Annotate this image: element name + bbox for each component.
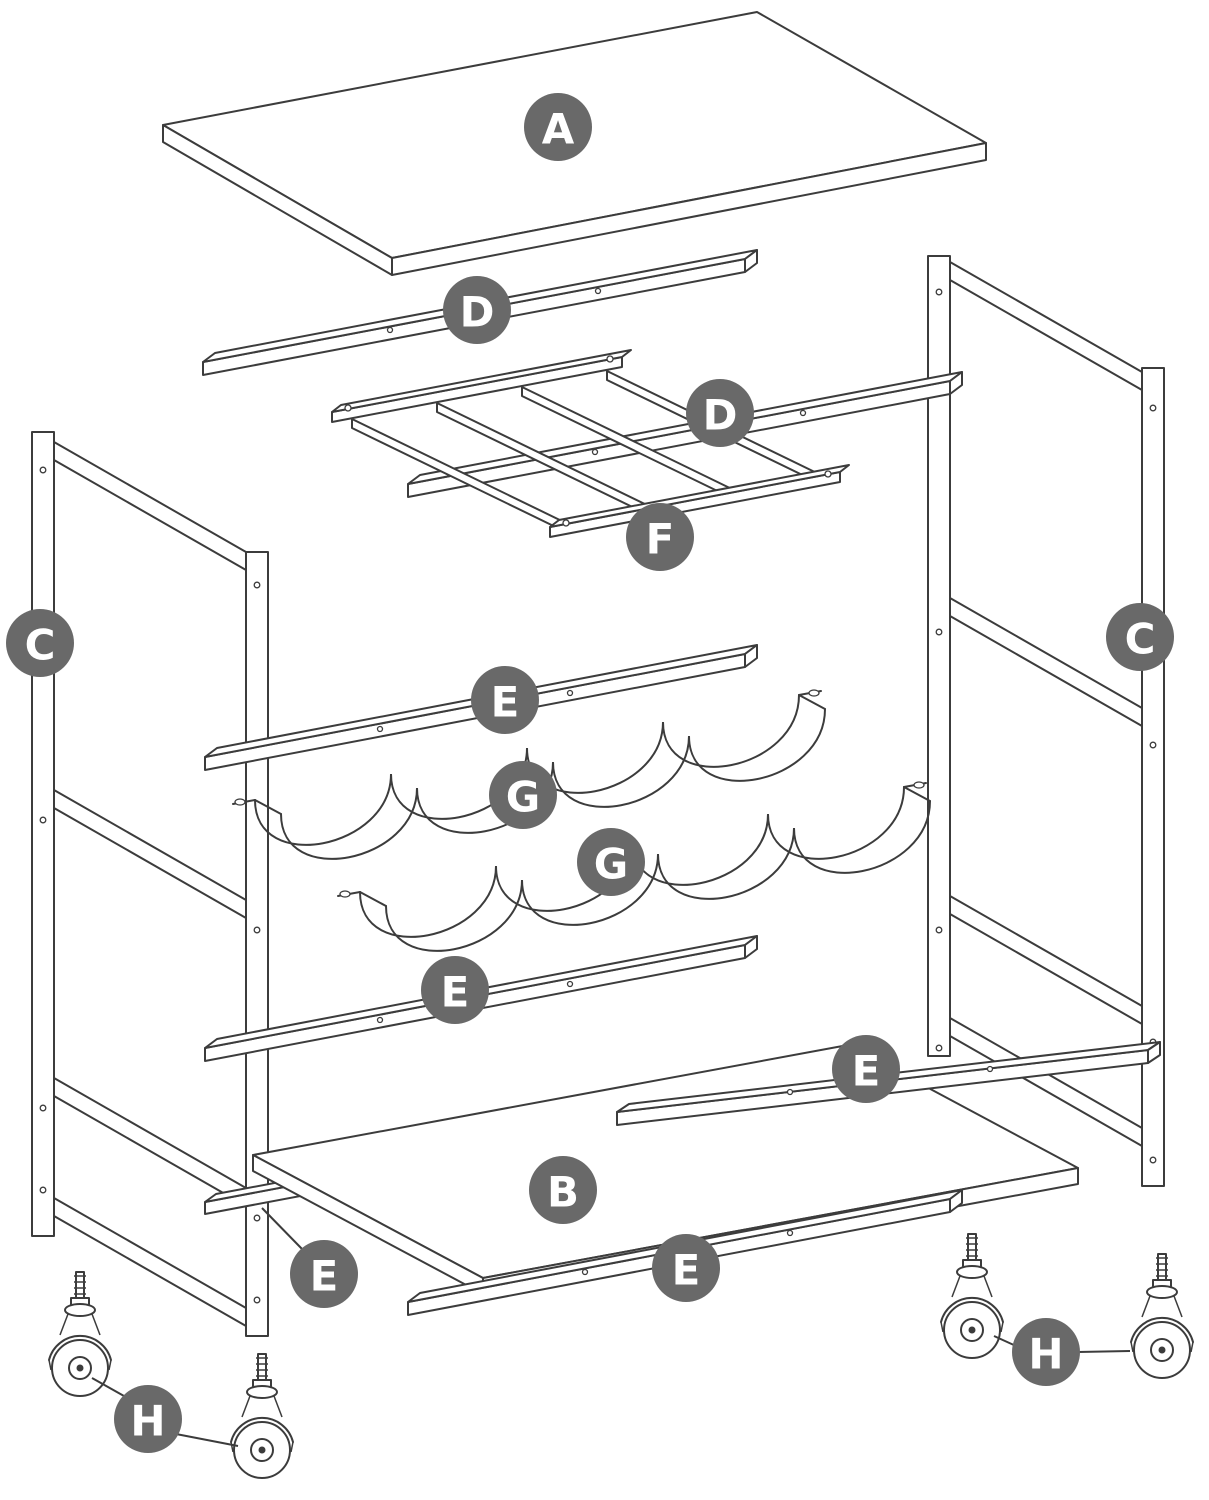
svg-text:E: E [672,1246,701,1295]
svg-text:C: C [1125,615,1156,664]
svg-text:D: D [703,391,738,440]
part-label-e2: E [421,956,489,1024]
svg-text:A: A [542,105,575,154]
svg-text:E: E [441,968,470,1017]
svg-text:H: H [1028,1330,1063,1379]
part-label-e3: E [832,1035,900,1103]
svg-text:G: G [506,773,540,822]
part-label-h-left: H [114,1385,182,1453]
part-label-d2: D [686,379,754,447]
leader-lines [91,1207,1131,1447]
part-caster-1 [48,1271,112,1397]
part-label-c-left: C [6,609,74,677]
svg-text:B: B [547,1168,579,1217]
svg-text:C: C [25,621,56,670]
svg-text:E: E [310,1252,339,1301]
part-label-d1: D [443,276,511,344]
part-label-h-right: H [1012,1318,1080,1386]
part-label-a: A [524,93,592,161]
svg-text:E: E [491,678,520,727]
part-caster-4 [1130,1253,1194,1379]
svg-text:H: H [130,1397,165,1446]
part-label-b: B [529,1156,597,1224]
part-caster-2 [230,1353,294,1479]
part-label-c-right: C [1106,603,1174,671]
svg-text:F: F [646,515,675,564]
part-label-f: F [626,503,694,571]
part-label-g1: G [489,761,557,829]
part-label-e1: E [471,666,539,734]
part-side-frame-right [927,255,1165,1187]
part-label-e4: E [290,1240,358,1308]
part-label-e5: E [652,1234,720,1302]
svg-text:G: G [594,840,628,889]
svg-text:D: D [460,288,495,337]
part-caster-3 [940,1233,1004,1359]
part-label-g2: G [577,828,645,896]
svg-text:E: E [852,1047,881,1096]
